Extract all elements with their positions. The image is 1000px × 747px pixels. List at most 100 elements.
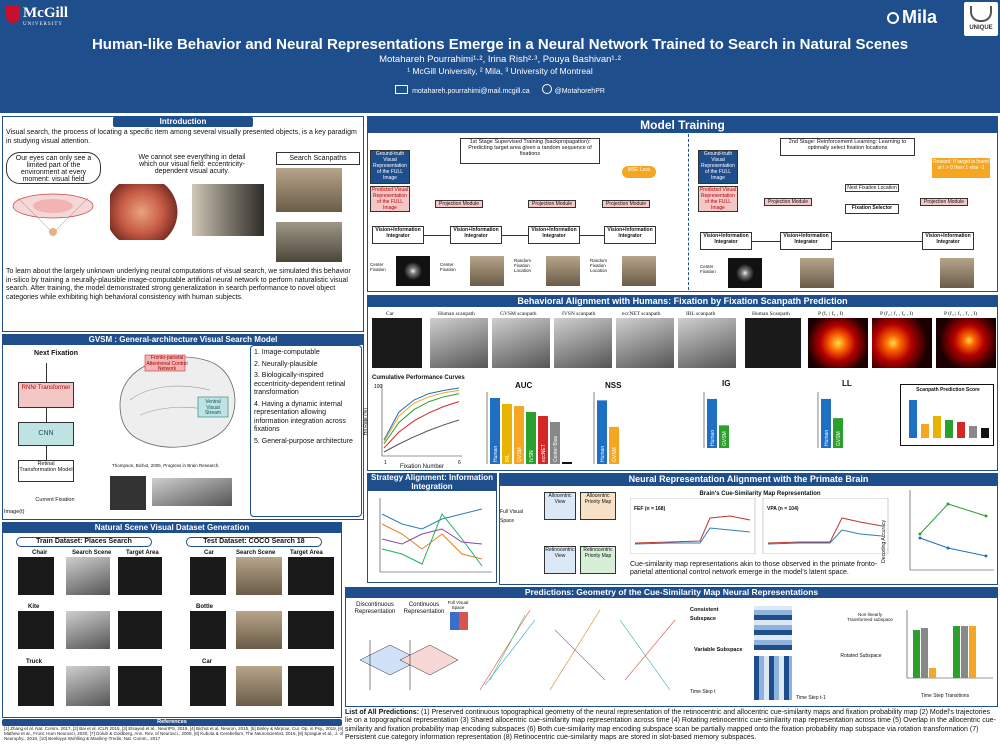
train-truck-object	[18, 666, 54, 706]
predictions-section	[345, 587, 998, 707]
auc-title: AUC	[515, 381, 533, 390]
stage1-integrator-2: Vision+Information Integrator	[450, 226, 502, 244]
test-car-scene	[236, 557, 282, 595]
references-text: [1] Zhang et al. Nat. Comm. 2017, [2] Ba…	[4, 726, 344, 742]
email-text[interactable]: motahareh.pourrahimi@mail.mcgill.ca	[412, 88, 530, 95]
gsvm-property-item: 3. Biologically-inspired eccentricity-de…	[254, 372, 346, 396]
heatmap-f3	[936, 318, 996, 368]
intro-callout-visual-field: Our eyes can only see a limited part of …	[6, 152, 101, 184]
allocentric-view-box: Allocentric View	[544, 492, 576, 520]
arrow-up-2	[46, 408, 47, 422]
scanpath-human-probmap	[745, 318, 801, 368]
metric-bar	[550, 422, 560, 464]
decoding-accuracy-label: Decoding Accuracy	[881, 520, 887, 563]
decoding-accuracy-chart	[909, 490, 994, 571]
stage1-integrator-4: Vision+Information Integrator	[604, 226, 656, 244]
ll-title: LL	[842, 379, 852, 388]
gsvm-retinal-images	[152, 478, 232, 506]
next-fixation-label: Next Fixation	[34, 350, 78, 357]
scanpath-col-label: Human Scanpath	[752, 311, 790, 317]
mila-mark-icon	[887, 12, 899, 24]
metric-bar	[502, 404, 512, 464]
mse-loss-node: MSE Loss	[622, 166, 656, 178]
metric-bar-label: Human	[710, 430, 716, 446]
stage1-integrator-3: Vision+Information Integrator	[528, 226, 580, 244]
gsvm-input-image	[110, 476, 146, 510]
poster-affiliations: ¹ McGill University, ² Mila, ³ Universit…	[407, 66, 593, 76]
test-car2-label: Car	[202, 659, 213, 665]
cum-perf-series	[383, 389, 460, 442]
scanpath-col-label: GVSM scanpath	[500, 311, 537, 317]
metric-bar	[562, 462, 572, 464]
scanpath-irl	[678, 318, 736, 368]
metric-bar	[514, 406, 524, 464]
gsvm-property-item: 5. General-purpose architecture	[254, 437, 353, 445]
train-kite-object	[18, 611, 54, 649]
mcgill-shield-icon	[6, 5, 20, 23]
stage1-fixation-img-1	[396, 256, 430, 286]
scanpath-col-label: Human scanpath	[438, 311, 475, 317]
scanpath-laptop-image	[276, 168, 342, 212]
rotated-subspace-label: Rotated Subspace	[840, 653, 882, 659]
contact-line: motahareh.pourrahimi@mail.mcgill.ca @Mot…	[0, 84, 1000, 95]
rnn-block: RNN/ Transformer	[18, 382, 74, 408]
mila-logo: Mila	[887, 7, 947, 31]
heatmap-f1	[808, 318, 868, 368]
reward-node: Reward: If target is found at t > 0 then…	[932, 158, 990, 178]
mcgill-logo: McGill UNIVERSITY	[6, 5, 80, 31]
poster-authors: Motahareh Pourrahimi¹·², Irina Rish²·³, …	[379, 54, 621, 65]
scanpath-col-label: P (f₃ | f₂ , f₁ , I)	[944, 311, 978, 317]
fixation-selector-box: Fixation Selector	[845, 204, 899, 214]
twitter-handle[interactable]: @MotahorehPR	[554, 88, 605, 95]
gsvm-heading: GVSM : General-architecture Visual Searc…	[2, 334, 364, 345]
hit-rate-label: Hit Rate (%)	[363, 408, 369, 436]
current-fixation-label: Current Fixation	[35, 497, 75, 503]
cum-perf-series	[383, 393, 460, 445]
vpa-label: VPA (n = 104)	[767, 506, 799, 512]
cum-perf-series	[383, 387, 460, 441]
cum-perf-tick: 6	[458, 460, 461, 464]
stage1-box: 1st Stage Supervised Training (backpropa…	[460, 138, 600, 164]
metric-bar	[719, 425, 729, 448]
scanpath-col-label: IRL scanpath	[686, 311, 716, 317]
intro-para-2: To learn about the largely unknown under…	[6, 268, 351, 301]
test-bottle-label: Bottle	[196, 604, 213, 610]
scanpath-col-label: eccNET scanpath	[622, 311, 661, 317]
scanpath-human	[430, 318, 488, 368]
non-linear-subspace-label: Non-linearly Transformed subspace	[847, 612, 893, 622]
brain-map-plots	[630, 498, 889, 554]
train-chair-scene	[66, 557, 110, 595]
stage2-arrow-1	[752, 241, 780, 242]
fef-label: FEF (n = 168)	[634, 506, 666, 512]
all-predictions-body: (1) Preserved continuous topographical g…	[345, 709, 996, 742]
scanpath-ivsn	[554, 318, 612, 368]
metric-bar	[833, 418, 843, 448]
stage1-fixation-img-2	[470, 256, 504, 286]
metric-bar	[609, 426, 619, 464]
test-bottle-target	[288, 611, 334, 649]
scanpath-target-car	[372, 318, 422, 368]
train-col-target-area: Target Area	[126, 550, 159, 556]
brain-diagram	[119, 354, 236, 448]
metric-bar-label: eccNET	[541, 444, 547, 462]
metric-bar-label: Center Bias	[553, 435, 559, 462]
metric-bar-label: GVSM	[517, 447, 523, 462]
scanpath-score-box: Scanpath Prediction Score	[900, 384, 994, 446]
scanpath-mouse-image	[276, 222, 342, 262]
stage1-pred-representation: Predicted Visual Representation of the F…	[370, 186, 410, 212]
gsvm-property-list: 1. Image-computable 2. Neurally-plausibl…	[250, 345, 362, 517]
stage2-projection-2: Projection Module	[920, 198, 968, 206]
test-col-search-scene: Search Scene	[236, 550, 276, 556]
discontinuous-label: Discontinuous Representation	[354, 602, 396, 615]
twitter-icon	[541, 84, 552, 94]
train-truck-scene	[66, 666, 110, 706]
train-chair-object	[18, 557, 54, 595]
intro-callout-acuity: We cannot see everything in detail which…	[128, 152, 256, 182]
heatmap-matrix-2	[754, 656, 792, 700]
scanpath-gvsm	[492, 318, 550, 368]
stage1-arrow-1	[424, 235, 450, 236]
test-col-target-area: Target Area	[290, 550, 323, 556]
metric-bar-label: IRL	[505, 454, 511, 462]
